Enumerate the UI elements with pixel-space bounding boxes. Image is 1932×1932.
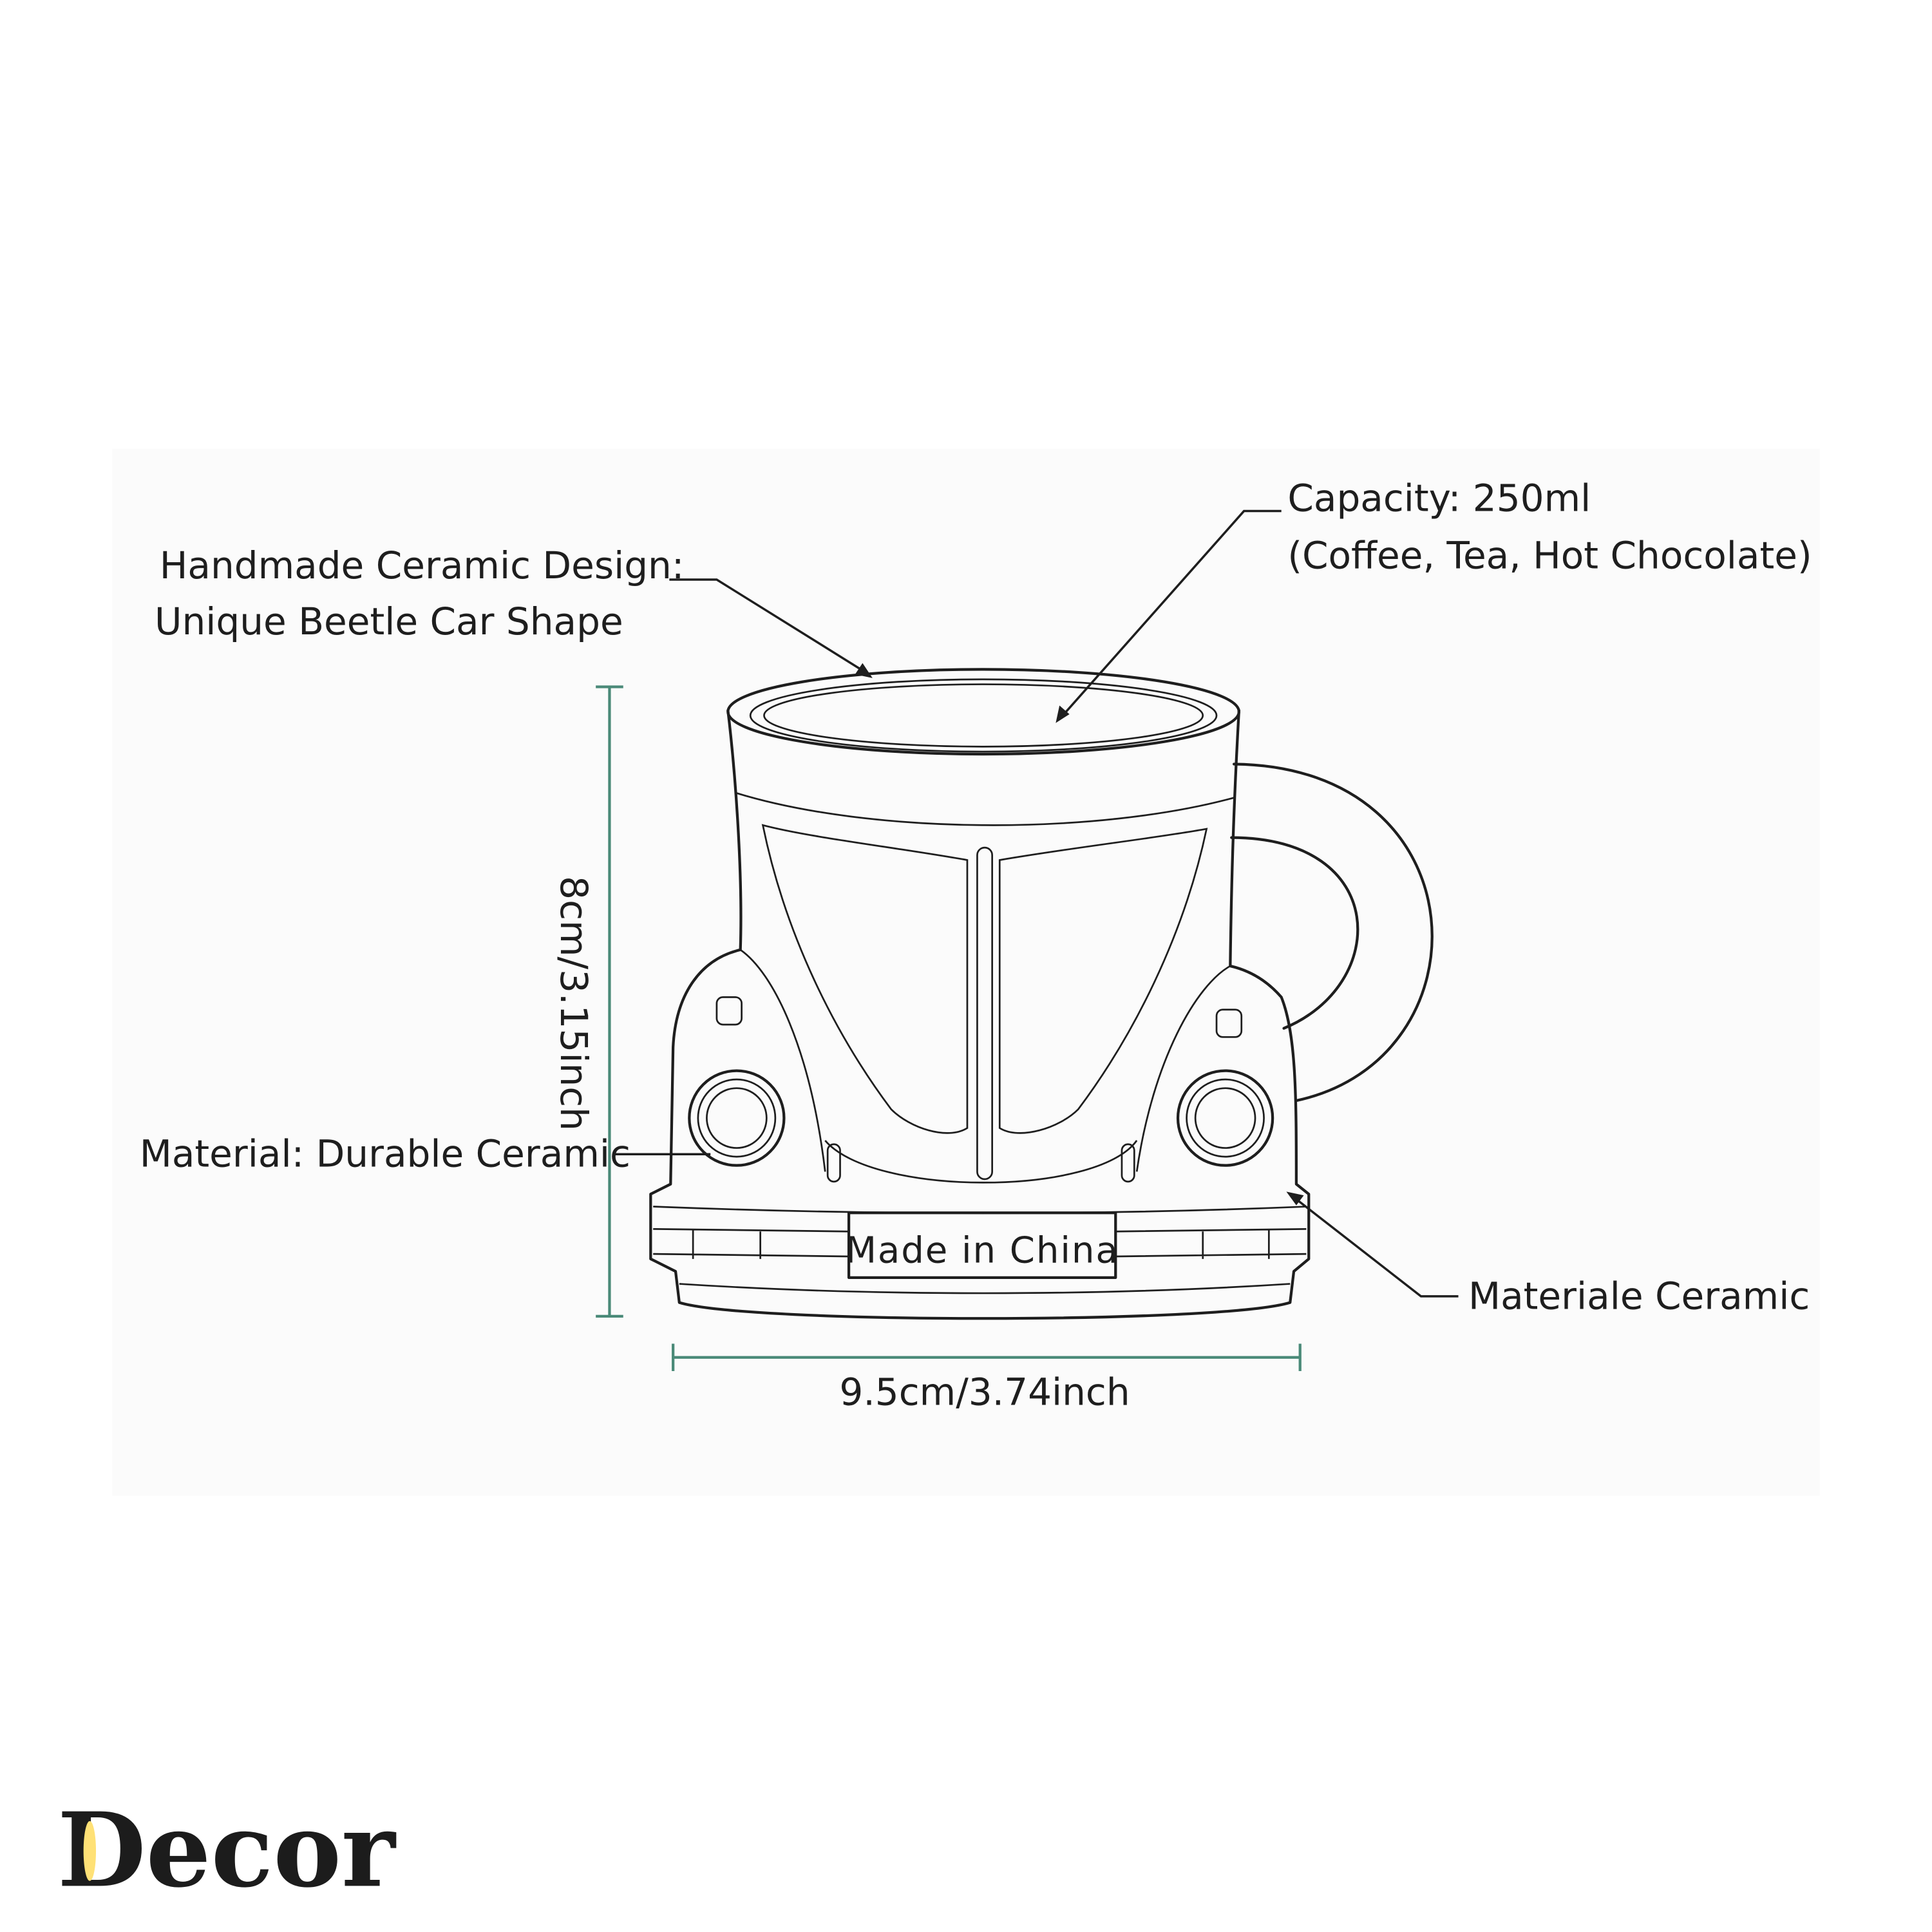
diagram-panel [112,448,1820,1496]
callout-leaders [614,509,1459,1298]
hood-ridge [976,846,993,1180]
material-callout: Material: Durable Ceramic [140,1132,630,1176]
mug-rim-inner [749,678,1218,753]
mug-handle-inner [1230,836,1359,1030]
logo-accent [83,1821,97,1881]
width-dimension: 9.5cm/3.74inch [672,1343,1302,1414]
indicator-right [1121,1143,1135,1183]
headlight-right [1176,1069,1274,1167]
hood-left [761,824,969,1134]
width-label: 9.5cm/3.74inch [839,1370,1130,1414]
indicator-left [826,1143,841,1183]
mug-handle-outer [1233,762,1434,1103]
design-callout-line2: Unique Beetle Car Shape [155,600,623,643]
mug-band [735,791,1235,826]
logo-text: Decor [57,1790,397,1910]
decor-logo: Decor [57,1790,397,1910]
fender-right [1135,965,1231,1172]
mug-opening [763,683,1204,748]
capacity-callout-line1: Capacity: 250ml [1287,477,1591,520]
height-label: 8cm/3.15inch [552,876,596,1131]
height-dimension: 8cm/3.15inch [552,685,623,1318]
capacity-callout-line2: (Coffee, Tea, Hot Chocolate) [1287,534,1812,578]
headlight-left [688,1069,786,1167]
license-plate-text: Made in China [846,1230,1119,1272]
turn-signal-left [715,996,743,1026]
license-plate [847,1211,1117,1279]
materiale-callout: Materiale Ceramic [1468,1274,1810,1318]
front-curve [824,1140,1138,1184]
design-callout-line1: Handmade Ceramic Design: [160,544,685,587]
mug-body [649,709,1311,1320]
turn-signal-right [1215,1009,1243,1038]
beetle-mug-illustration: Made in China [649,668,1434,1320]
hood-right [998,828,1208,1134]
fender-left [739,949,826,1172]
mug-rim [726,668,1241,756]
